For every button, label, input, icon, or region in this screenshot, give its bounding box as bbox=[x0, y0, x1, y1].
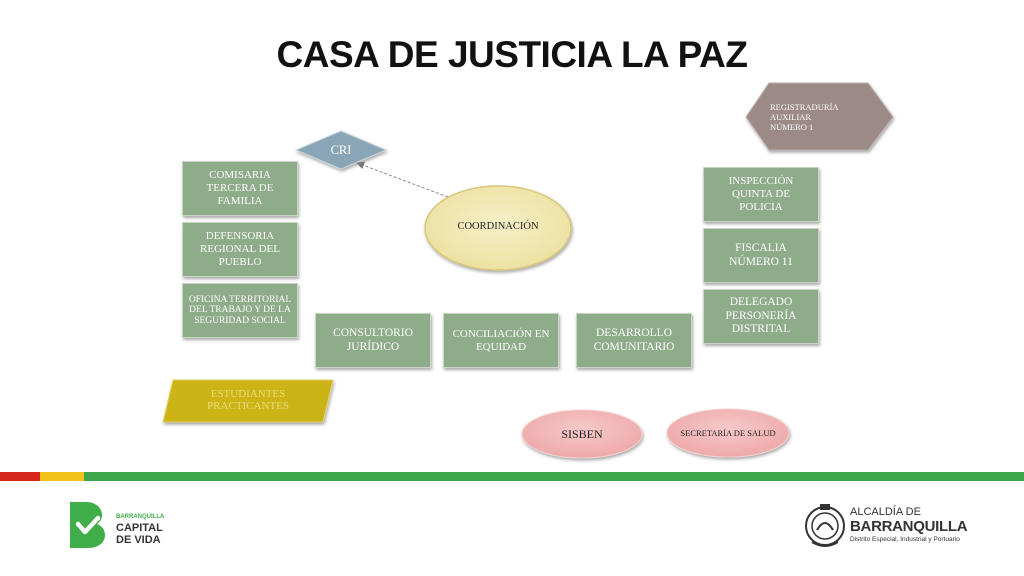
inspeccion-box: INSPECCIÓN QUINTA DE POLICIA bbox=[703, 167, 819, 222]
page-title: CASA DE JUSTICIA LA PAZ bbox=[276, 34, 748, 75]
estudiantes-label: ESTUDIANTES PRACTICANTES bbox=[207, 388, 289, 412]
delegado-box: DELEGADO PERSONERÍA DISTRITAL bbox=[703, 289, 819, 344]
consultorio-box: CONSULTORIO JURÍDICO bbox=[315, 313, 431, 368]
left-logo-line3: DE VIDA bbox=[116, 534, 161, 546]
footer-stripe-yellow bbox=[40, 472, 84, 481]
secretaria-oval bbox=[666, 408, 790, 458]
footer-stripe-green bbox=[84, 472, 1024, 481]
sisben-oval bbox=[521, 409, 643, 459]
barranquilla-capital-logo: BARRANQUILLA CAPITAL DE VIDA bbox=[66, 500, 166, 552]
estudiantes-parallelogram bbox=[162, 379, 334, 423]
fiscalia-box: FISCALIA NÚMERO 11 bbox=[703, 228, 819, 283]
registraduria-label: REGISTRADURÍA AUXILIAR NÚMERO 1 bbox=[770, 102, 839, 132]
barranquilla-seal-icon bbox=[805, 504, 845, 547]
footer-stripe-red bbox=[0, 472, 40, 481]
cri-label: CRI bbox=[330, 142, 352, 157]
registraduria-hexagon bbox=[745, 82, 894, 151]
alcaldia-logo: ALCALDÍA DE BARRANQUILLA Distrito Especi… bbox=[804, 500, 974, 552]
comisaria-box: COMISARIA TERCERA DE FAMILIA bbox=[182, 161, 298, 216]
coordinacion-label: COORDINACIÓN bbox=[457, 220, 539, 232]
cri-diamond bbox=[294, 130, 388, 170]
desarrollo-box: DESARROLLO COMUNITARIO bbox=[576, 313, 692, 368]
sisben-label: SISBEN bbox=[561, 426, 603, 441]
coordinacion-to-cri-arrow bbox=[356, 161, 449, 198]
left-logo-line1: BARRANQUILLA bbox=[116, 514, 165, 520]
right-logo-line2: BARRANQUILLA bbox=[850, 518, 968, 535]
left-logo-line2: CAPITAL bbox=[116, 522, 163, 534]
conciliacion-box: CONCILIACIÓN EN EQUIDAD bbox=[443, 313, 559, 368]
secretaria-label: SECRETARÍA DE SALUD bbox=[680, 428, 776, 439]
defensoria-box: DEFENSORIA REGIONAL DEL PUEBLO bbox=[182, 222, 298, 277]
capital-de-vida-icon bbox=[70, 502, 105, 548]
right-logo-line1: ALCALDÍA DE bbox=[850, 506, 921, 518]
coordinacion-oval bbox=[424, 185, 572, 271]
oficina-box: OFICINA TERRITORIAL DEL TRABAJO Y DE LA … bbox=[182, 283, 298, 338]
right-logo-line3: Distrito Especial, Industrial y Portuari… bbox=[850, 536, 960, 543]
